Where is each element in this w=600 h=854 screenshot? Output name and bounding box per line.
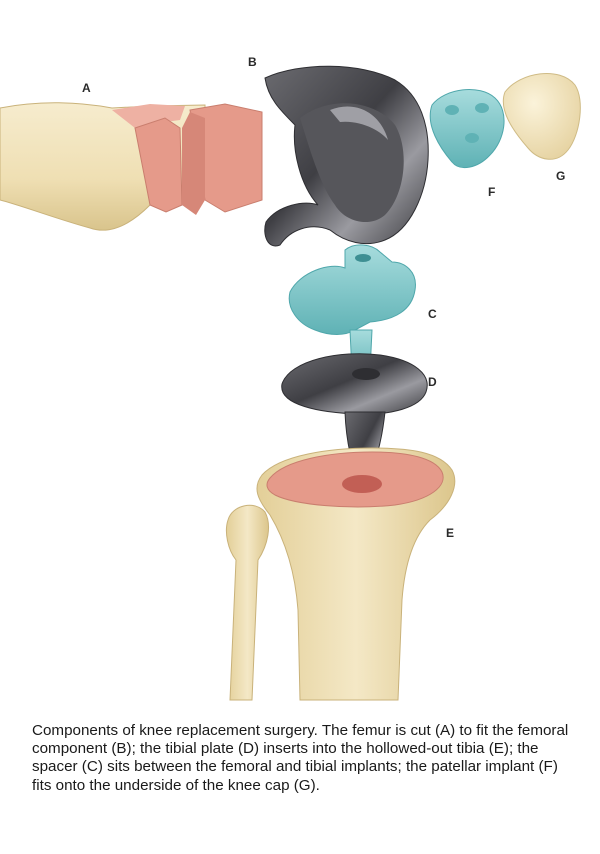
tibia-e [225,447,456,701]
patellar-peg [445,105,459,115]
tibia-hollow [342,475,382,493]
figure-caption: Components of knee replacement surgery. … [32,722,569,794]
label-f: F [488,185,495,199]
spacer-hole [355,254,371,262]
tibial-plate-socket [352,368,380,380]
femoral-component-b [264,65,429,247]
tibia-shaft [256,447,456,701]
femoral-component-inner [300,103,404,223]
tibial-plate-tray [281,353,428,415]
label-c: C [428,307,437,321]
label-e: E [446,526,454,540]
label-b: B [248,55,257,69]
patellar-implant-f [429,89,505,169]
femur-notch [182,112,205,215]
patellar-peg [465,133,479,143]
femoral-component-highlight [330,106,388,140]
spacer-top [288,244,416,335]
patellar-implant-body [429,89,505,169]
label-g: G [556,169,565,183]
label-a: A [82,81,91,95]
patellar-peg [475,103,489,113]
femur-cut-anterior [112,104,185,128]
label-d: D [428,375,437,389]
fibula [225,504,269,701]
knee-cap-g [502,72,581,160]
knee-cap-body [502,72,581,160]
femur-a [0,102,263,231]
